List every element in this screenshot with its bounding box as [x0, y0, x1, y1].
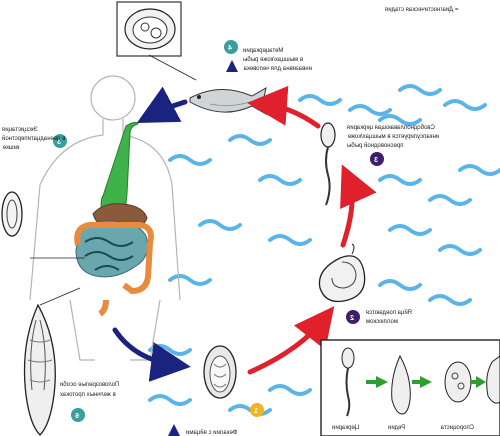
- cycle-arrows: [112, 85, 377, 382]
- stage-5-label-3: кишке: [2, 145, 19, 151]
- stage-3-marker: 3 Свободноплавающая церкария инкапсулиру…: [347, 125, 439, 166]
- inset-developmental-stages: Церкарии Редии Спороциста: [320, 339, 500, 436]
- snail-host: [318, 243, 366, 303]
- stage-6-marker: 6 Половозрелые особи в желчных протоках: [60, 382, 119, 422]
- stage-6-label-1: Половозрелые особи: [60, 382, 119, 388]
- stage-2-label-2: моллюском: [366, 319, 398, 325]
- inset-label-cercaria: Церкарии: [332, 425, 359, 431]
- stage-4-label-1: Метацеркарии: [243, 48, 283, 54]
- legend-diagnostic: = Диагностическая стадия: [385, 7, 458, 13]
- stage-2-marker: 2 Яйца поедаются моллюском: [346, 309, 412, 325]
- stage-1-marker: 1 Фекалии с яйцами: [168, 403, 264, 436]
- stage-4-marker: 4 Метацеркарии в мышцах/коже рыбы инвази…: [224, 40, 312, 72]
- stage-3-label-2: инкапсулируется в мышцах/коже: [347, 134, 439, 140]
- stage-5-label-2: в двенадцатиперстной: [2, 135, 65, 142]
- inset-green-arrows: [366, 376, 486, 388]
- fish-host: [189, 87, 267, 116]
- inset-sporocyst: [444, 361, 472, 403]
- stage-5-marker: 5 Эксцистация в двенадцатиперстной кишке: [2, 127, 67, 151]
- infective-triangle-icon: [226, 60, 238, 72]
- diagnostic-triangle-icon: [168, 424, 180, 436]
- svg-text:4: 4: [228, 45, 232, 52]
- svg-text:6: 6: [75, 413, 79, 420]
- stage-5-label-1: Эксцистация: [2, 127, 38, 133]
- stage-6-label-2: в желчных протоках: [60, 392, 116, 398]
- inset-redia: [391, 354, 411, 415]
- legend-diagnostic-text: = Диагностическая стадия: [385, 7, 458, 13]
- stage-3-label-1: Свободноплавающая церкария: [347, 125, 435, 131]
- inset-label-sporocyst: Спороциста: [440, 425, 474, 431]
- metacercaria-cyst-box: [116, 1, 197, 81]
- inset-cercaria: [341, 347, 355, 417]
- stage-1-label-1: Фекалии с яйцами: [186, 429, 237, 436]
- svg-text:1: 1: [254, 408, 258, 415]
- cercaria-free: [320, 122, 336, 206]
- svg-text:5: 5: [57, 139, 61, 146]
- adult-fluke: [23, 303, 56, 436]
- digestive-organs: [30, 121, 154, 317]
- stage-4-label-3: инвазивна для человека: [243, 66, 312, 72]
- excysted-metacercaria: [1, 191, 23, 237]
- stage-4-label-2: в мышцах/коже рыбы: [243, 57, 303, 63]
- stage-3-label-3: пресноводной рыбы: [347, 142, 403, 149]
- egg-stage-1: [203, 345, 237, 399]
- inset-label-redia: Редии: [388, 425, 405, 431]
- stage-2-label-1: Яйца поедаются: [366, 309, 412, 316]
- inset-miracidium: [486, 355, 500, 404]
- svg-text:2: 2: [350, 315, 354, 322]
- svg-text:3: 3: [374, 157, 378, 164]
